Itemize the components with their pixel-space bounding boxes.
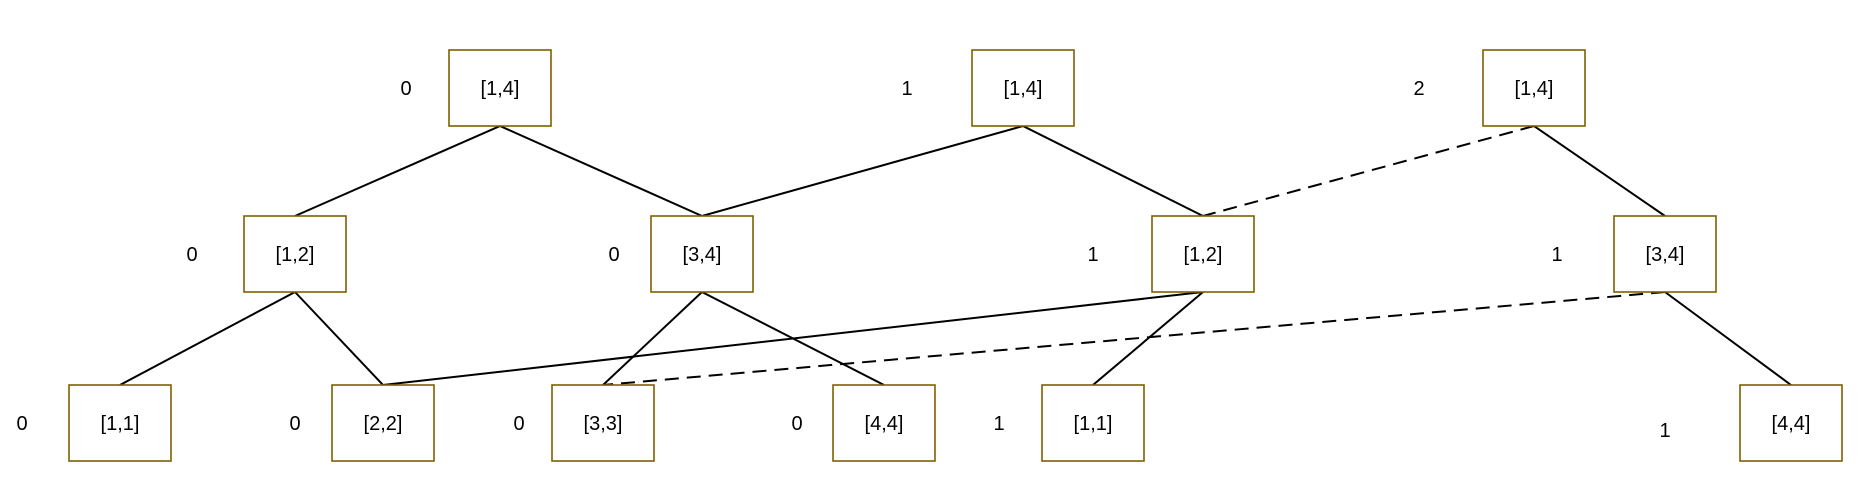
node-box	[448, 49, 552, 127]
node-range-label: [4,4]	[865, 413, 904, 435]
edge-r2-to-b12	[1202, 125, 1535, 217]
node-version-label: 0	[186, 244, 197, 266]
node-range-label: [1,4]	[481, 78, 520, 100]
node-version-label: 1	[1659, 420, 1670, 442]
node-box	[243, 215, 347, 293]
edge-b34-to-l33	[602, 291, 1666, 386]
node-range-label: [1,2]	[1184, 244, 1223, 266]
node-box	[1739, 384, 1843, 462]
node-range-label: [1,4]	[1004, 78, 1043, 100]
edge-a34-to-l33	[602, 291, 703, 386]
node-version-label: 1	[993, 413, 1004, 435]
tree-node-b12: [1,2] 1	[1087, 215, 1255, 293]
edge-b34-to-m44	[1664, 291, 1792, 386]
tree-node-l33: [3,3] 0	[513, 384, 655, 462]
node-box	[331, 384, 435, 462]
node-range-label: [3,4]	[683, 244, 722, 266]
tree-node-r1: [1,4] 1	[901, 49, 1075, 127]
node-version-label: 1	[1087, 244, 1098, 266]
edge-a12-to-l11	[119, 291, 296, 386]
node-range-label: [2,2]	[364, 413, 403, 435]
node-range-label: [3,3]	[584, 413, 623, 435]
tree-node-a34: [3,4] 0	[608, 215, 754, 293]
node-range-label: [1,1]	[1074, 413, 1113, 435]
edge-r1-to-a34	[701, 125, 1024, 217]
tree-node-r0: [1,4] 0	[400, 49, 552, 127]
node-version-label: 0	[513, 413, 524, 435]
node-box	[1041, 384, 1145, 462]
node-box	[832, 384, 936, 462]
edge-r0-to-a12	[294, 125, 501, 217]
edges-layer	[119, 125, 1792, 386]
node-version-label: 0	[791, 413, 802, 435]
node-version-label: 0	[289, 413, 300, 435]
tree-node-l44: [4,4] 0	[791, 384, 936, 462]
tree-node-m11: [1,1] 1	[993, 384, 1145, 462]
node-version-label: 1	[901, 78, 912, 100]
edge-r1-to-b12	[1022, 125, 1204, 217]
node-box	[551, 384, 655, 462]
node-range-label: [1,1]	[101, 413, 140, 435]
node-range-label: [4,4]	[1772, 413, 1811, 435]
node-range-label: [1,2]	[276, 244, 315, 266]
node-box	[1151, 215, 1255, 293]
tree-node-l11: [1,1] 0	[16, 384, 172, 462]
tree-node-b34: [3,4] 1	[1551, 215, 1717, 293]
node-box	[1482, 49, 1586, 127]
node-version-label: 2	[1413, 78, 1424, 100]
node-range-label: [1,4]	[1515, 78, 1554, 100]
node-box	[971, 49, 1075, 127]
nodes-layer: [1,4]0[1,4]1[1,4]2[1,2]0[3,4]0[1,2]1[3,4…	[16, 49, 1843, 462]
tree-node-r2: [1,4] 2	[1413, 49, 1586, 127]
node-box	[68, 384, 172, 462]
edge-b12-to-l22	[382, 291, 1204, 386]
tree-node-a12: [1,2] 0	[186, 215, 347, 293]
node-box	[1613, 215, 1717, 293]
tree-node-l22: [2,2] 0	[289, 384, 435, 462]
node-version-label: 0	[16, 413, 27, 435]
edge-b12-to-m11	[1092, 291, 1204, 386]
node-version-label: 0	[400, 78, 411, 100]
edge-r0-to-a34	[499, 125, 703, 217]
tree-node-m44: [4,4] 1	[1659, 384, 1843, 462]
node-version-label: 0	[608, 244, 619, 266]
node-version-label: 1	[1551, 244, 1562, 266]
node-box	[650, 215, 754, 293]
edge-a12-to-l22	[294, 291, 384, 386]
edge-r2-to-b34	[1533, 125, 1666, 217]
node-range-label: [3,4]	[1646, 244, 1685, 266]
